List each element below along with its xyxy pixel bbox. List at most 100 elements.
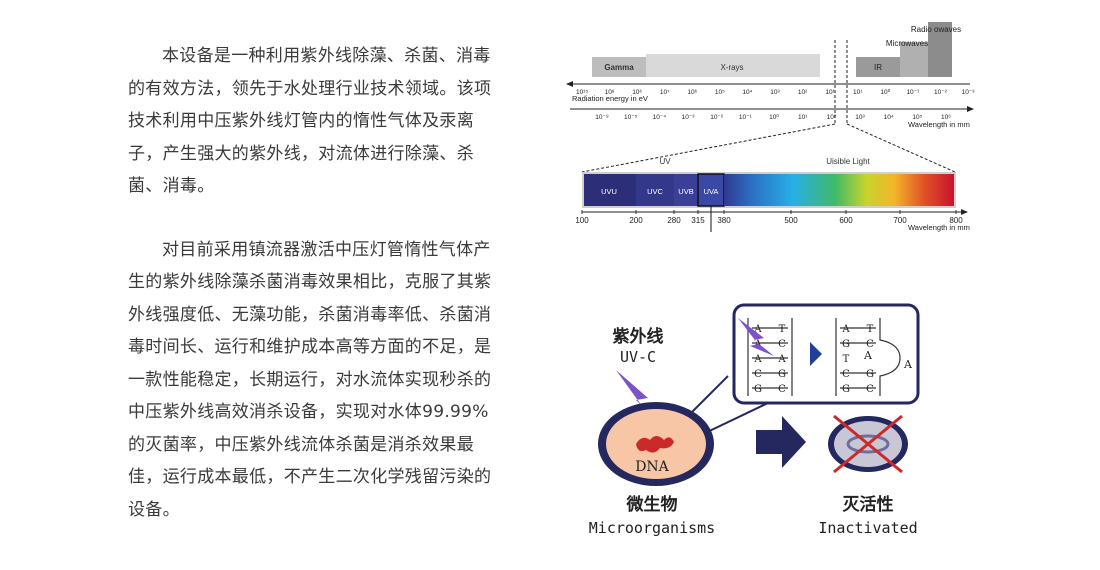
wavelength-tick-label: 10⁻² (710, 114, 724, 121)
nm-axis-label: Wavelength in mm (908, 223, 970, 232)
ir-label: IR (874, 63, 882, 72)
nm-tick-label: 380 (717, 216, 731, 225)
nm-tick-label: 200 (629, 216, 643, 225)
inactivation-arrow-icon (756, 416, 806, 468)
ir-band (856, 57, 900, 77)
base-letter: A (777, 354, 786, 365)
base-letter: A (753, 324, 762, 335)
energy-tick-label: 10⁻² (934, 89, 948, 96)
uva-label: UVA (704, 187, 719, 196)
nm-tick-label: 700 (893, 216, 907, 225)
base-letter: C (866, 384, 874, 395)
visible-gradient (724, 174, 954, 206)
energy-tick-label: 10⁻³ (962, 89, 976, 96)
xray-band (646, 54, 820, 77)
base-letter: G (778, 369, 786, 380)
arrow-left-icon (566, 81, 573, 87)
base-letter: G (842, 339, 850, 350)
nm-tick-label: 100 (575, 216, 589, 225)
xray-label: X-rays (720, 63, 743, 72)
energy-tick-label: 10⁶ (632, 89, 642, 96)
dna-zoom-box (732, 303, 920, 405)
base-letter: C (842, 369, 850, 380)
uv-bolt-top-icon (738, 318, 774, 356)
energy-tick-label: 10⁸ (605, 89, 615, 96)
base-letter: T (779, 324, 786, 335)
energy-tick-label: 10² (798, 89, 808, 96)
wavelength-tick-labels: 10⁻⁸ 10⁻⁵ 10⁻⁴ 10⁻³ 10⁻² 10⁻¹ 10⁰ 10¹ 10² 10³ 10⁴ 1… (595, 113, 951, 121)
radio-band (928, 22, 952, 77)
paragraph-advantages: 对目前采用镇流器激活中压灯管惰性气体产生的紫外线除藻杀菌消毒效果相比，克服了其紫… (128, 239, 492, 520)
cross-mark-b (833, 414, 903, 474)
wavelength-tick-label: 10⁻⁵ (624, 114, 638, 121)
wavelength-tick-label: 10⁻³ (682, 114, 696, 121)
energy-tick-label: 10⁴ (742, 89, 752, 96)
uvc-segment (636, 174, 674, 206)
inactivated-dna (846, 434, 890, 454)
loop-letter-outer: A (903, 358, 913, 371)
uv-bolt-cell-icon (616, 370, 662, 424)
wavelength-tick-label: 10⁰ (769, 113, 779, 121)
energy-tick-label: 10¹⁵ (576, 89, 588, 96)
base-letter: A (753, 354, 762, 365)
energy-axis-label: Radiation energy in eV (572, 94, 648, 103)
inactivated-en-label: Inactivated (818, 519, 917, 537)
wavelength-tick-label: 10³ (855, 114, 865, 121)
inactivated-cn-label: 灭活性 (842, 494, 894, 514)
uvu-segment (584, 174, 636, 206)
energy-tick-label: 10³ (770, 89, 780, 96)
connector-left (581, 123, 836, 173)
base-letter: T (843, 354, 850, 365)
uv-en-label: UV-C (620, 348, 656, 366)
base-letter: C (866, 339, 874, 350)
nm-tick-label: 800 (949, 216, 963, 225)
base-letter: G (754, 384, 762, 395)
microorganism-cn-label: 微生物 (626, 494, 678, 514)
wavelength-tick-label: 10⁻⁴ (653, 114, 667, 121)
base-letter: G (842, 384, 850, 395)
dna-blob (636, 436, 674, 453)
wavelength-tick-label: 10¹ (798, 114, 808, 121)
microwave-label: Microwaves (886, 39, 928, 48)
wavelength-tick-label: 10⁵ (912, 114, 922, 121)
energy-tick-label: 10⁰ (880, 88, 890, 96)
arrow-right-icon (967, 106, 974, 112)
energy-tick-label: 10¹ (825, 89, 835, 96)
visible-light-label: Uisible Light (826, 157, 870, 166)
wavelength-axis-label: Wavelength in mm (908, 120, 970, 129)
uv-cn-label: 紫外线 (613, 326, 664, 346)
energy-tick-label: 10⁶ (687, 89, 697, 96)
nm-tick-label: 500 (784, 216, 798, 225)
base-letter: C (754, 369, 762, 380)
energy-tick-labels: 10¹⁵ 10⁸ 10⁶ 10⁷ 10⁶ 10⁵ 10⁴ 10³ 10² 10¹ 10¹ 10⁰ 10⁻… (576, 88, 975, 96)
wavelength-tick-label: 10² (827, 114, 837, 121)
paragraph-intro: 本设备是一种利用紫外线除藻、杀菌、消毒的有效方法，领先于水处理行业技术领域。该项… (128, 46, 492, 196)
energy-tick-label: 10⁵ (715, 89, 725, 96)
microwave-band (900, 42, 928, 77)
base-letter: C (778, 384, 786, 395)
electromagnetic-spectrum-figure: Gamma X-rays IR Microwaves Radio owaves … (566, 22, 975, 232)
gamma-band (592, 57, 646, 77)
wavelength-tick-label: 10⁻⁸ (595, 114, 609, 121)
uvu-label: UVU (601, 187, 617, 196)
wavelength-tick-label: 10⁻¹ (739, 114, 753, 121)
nm-tick-label: 315 (691, 216, 705, 225)
energy-tick-label: 10⁷ (660, 89, 670, 96)
uvb-segment (674, 174, 698, 206)
energy-tick-label: 10⁻¹ (906, 89, 920, 96)
energy-tick-label: 10¹ (853, 89, 863, 96)
wavelength-tick-label: 10⁴ (884, 114, 894, 121)
dna-label: DNA (635, 459, 669, 475)
microorganism-en-label: Microorganisms (589, 519, 715, 537)
nm-arrow-icon (961, 209, 968, 215)
base-letter: C (778, 339, 786, 350)
gamma-label: Gamma (604, 63, 634, 72)
loop-letter: A (863, 349, 873, 362)
transform-arrow-icon (810, 342, 822, 366)
nm-tick-label: 280 (667, 216, 681, 225)
uv-label: UV (659, 157, 671, 166)
base-letter: G (866, 369, 874, 380)
